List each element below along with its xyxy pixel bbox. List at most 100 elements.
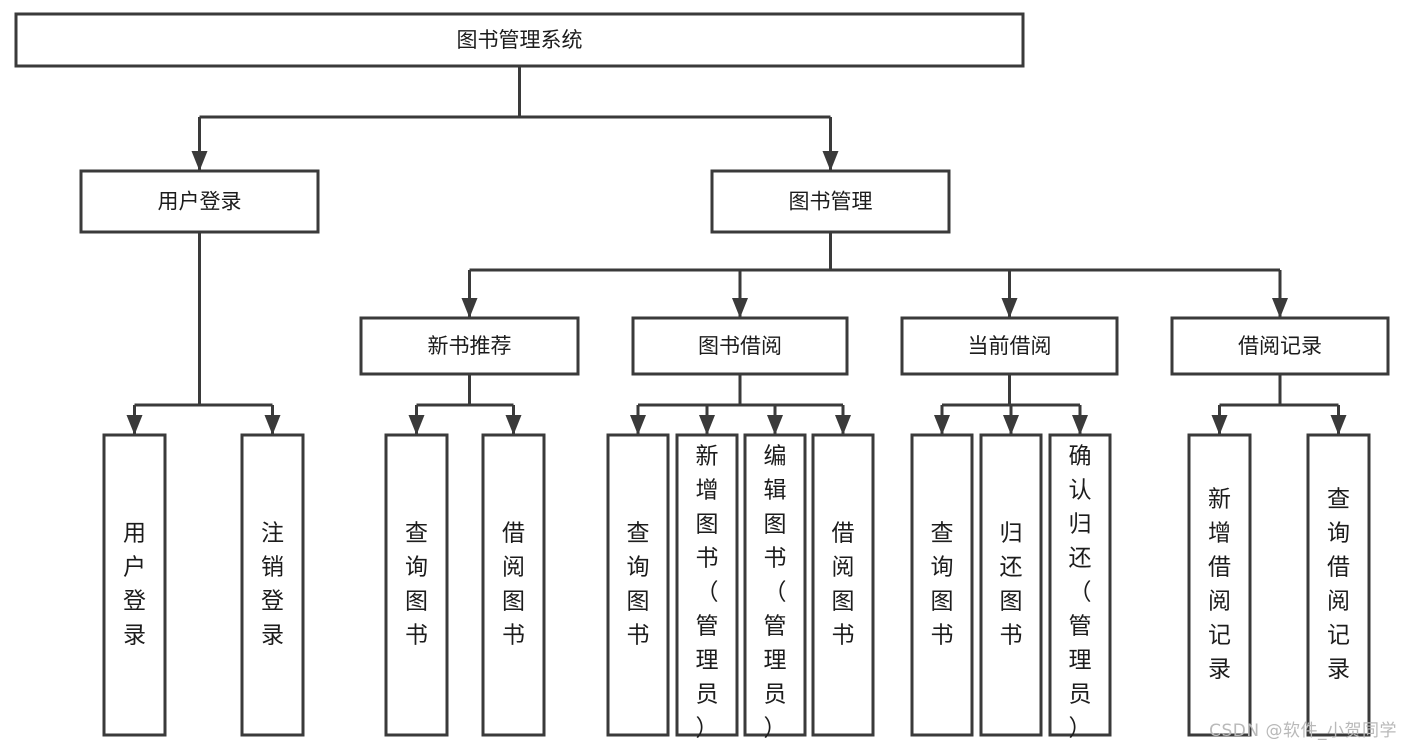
node-new-book-recommend[interactable]: 新书推荐: [359, 316, 580, 376]
node-root[interactable]: 图书管理系统: [14, 12, 1025, 68]
node-box-user-login-leaf: [102, 433, 167, 737]
node-label-current-query-book: 询: [931, 555, 954, 581]
node-box-borrow-query-book: [606, 433, 670, 737]
node-label-borrow-query-book: 图: [627, 589, 650, 615]
node-user-login[interactable]: 用户登录: [79, 169, 320, 234]
node-label-borrow-edit-book: 辑: [764, 478, 787, 504]
arrow-head-icon-borrow-record: [1272, 298, 1288, 318]
node-label-record-add: 增: [1208, 521, 1231, 547]
node-label-recommend-borrow-book: 图: [502, 589, 525, 615]
node-label-user-logout-leaf: 登: [261, 589, 284, 615]
node-label-borrow-query-book: 查: [627, 521, 650, 547]
node-label-current-confirm-return: （: [1069, 580, 1092, 606]
node-label-root: 图书管理系统: [457, 28, 583, 52]
node-box-current-borrow: [900, 316, 1119, 376]
node-label-current-return-book: 书: [1000, 623, 1023, 649]
node-label-new-book-recommend: 新书推荐: [428, 334, 512, 358]
node-label-borrow-query-book: 书: [627, 623, 650, 649]
arrow-head-icon-user-login-leaf: [126, 415, 143, 435]
node-label-borrow-record: 借阅记录: [1238, 334, 1322, 358]
node-label-borrow-query-book: 询: [627, 555, 650, 581]
node-label-borrow-add-book: 书: [696, 546, 719, 572]
node-label-record-add: 阅: [1208, 589, 1231, 615]
node-book-management[interactable]: 图书管理: [710, 169, 951, 234]
node-label-user-login: 用户登录: [158, 190, 242, 214]
node-label-recommend-query-book: 图: [405, 589, 428, 615]
node-label-user-logout-leaf: 销: [261, 555, 284, 581]
node-user-login-leaf[interactable]: 用户登录: [102, 433, 167, 737]
node-label-borrow-edit-book: 管: [764, 614, 787, 640]
node-label-record-add: 借: [1208, 555, 1231, 581]
node-label-borrow-add-book: 管: [696, 614, 719, 640]
node-label-current-query-book: 查: [931, 521, 954, 547]
node-borrow-record[interactable]: 借阅记录: [1170, 316, 1390, 376]
arrow-head-icon-recommend-borrow-book: [505, 415, 522, 435]
node-label-current-confirm-return: 认: [1069, 478, 1092, 504]
node-box-current-confirm-return: [1048, 433, 1112, 737]
node-label-borrow-edit-book: ）: [764, 716, 787, 742]
arrow-head-icon-recommend-query-book: [408, 415, 425, 435]
node-label-user-logout-leaf: 注: [261, 521, 284, 547]
arrow-head-icon-current-query-book: [934, 415, 950, 435]
node-box-record-add: [1187, 433, 1252, 737]
node-label-recommend-borrow-book: 书: [502, 623, 525, 649]
node-label-borrow-add-book: 图: [696, 512, 719, 538]
node-label-borrow-edit-book: 图: [764, 512, 787, 538]
node-box-recommend-query-book: [384, 433, 449, 737]
node-label-recommend-query-book: 询: [405, 555, 428, 581]
arrow-head-icon-record-add: [1211, 415, 1228, 435]
node-label-current-query-book: 图: [931, 589, 954, 615]
node-label-recommend-borrow-book: 借: [502, 521, 525, 547]
node-label-borrow-add-book: 员: [696, 682, 719, 708]
node-label-borrow-add-book: ）: [696, 716, 719, 742]
node-box-record-query: [1306, 433, 1371, 737]
arrow-head-icon-user-login: [191, 151, 208, 171]
node-box-book-borrow: [631, 316, 849, 376]
node-label-borrow-edit-book: 理: [764, 648, 787, 674]
node-label-borrow-borrow-book: 阅: [832, 555, 855, 581]
node-label-user-login-leaf: 登: [123, 589, 146, 615]
node-label-current-query-book: 书: [931, 623, 954, 649]
arrow-head-icon-borrow-query-book: [630, 415, 646, 435]
node-label-record-query: 录: [1327, 657, 1350, 683]
node-box-root: [14, 12, 1025, 68]
node-label-record-query: 记: [1327, 623, 1350, 649]
node-label-borrow-add-book: 增: [696, 478, 719, 504]
node-label-borrow-edit-book: 编: [764, 444, 787, 470]
node-box-user-logout-leaf: [240, 433, 305, 737]
connector-layer: [126, 66, 1347, 435]
node-box-recommend-borrow-book: [481, 433, 546, 737]
node-book-borrow[interactable]: 图书借阅: [631, 316, 849, 376]
arrow-head-icon-current-confirm-return: [1072, 415, 1088, 435]
arrow-head-icon-current-borrow: [1001, 298, 1018, 318]
node-box-book-management: [710, 169, 951, 234]
node-label-current-borrow: 当前借阅: [968, 334, 1052, 358]
arrow-head-icon-current-return-book: [1003, 415, 1019, 435]
arrow-head-icon-book-borrow: [732, 298, 748, 318]
node-label-current-confirm-return: 还: [1069, 546, 1092, 572]
node-label-borrow-borrow-book: 书: [832, 623, 855, 649]
node-box-new-book-recommend: [359, 316, 580, 376]
node-box-borrow-edit-book: [743, 433, 807, 737]
arrow-head-icon-borrow-edit-book: [767, 415, 783, 435]
node-current-borrow[interactable]: 当前借阅: [900, 316, 1119, 376]
node-label-recommend-query-book: 查: [405, 521, 428, 547]
node-label-recommend-query-book: 书: [405, 623, 428, 649]
node-label-current-return-book: 归: [1000, 521, 1023, 547]
node-label-current-confirm-return: 理: [1069, 648, 1092, 674]
node-box-current-query-book: [910, 433, 974, 737]
